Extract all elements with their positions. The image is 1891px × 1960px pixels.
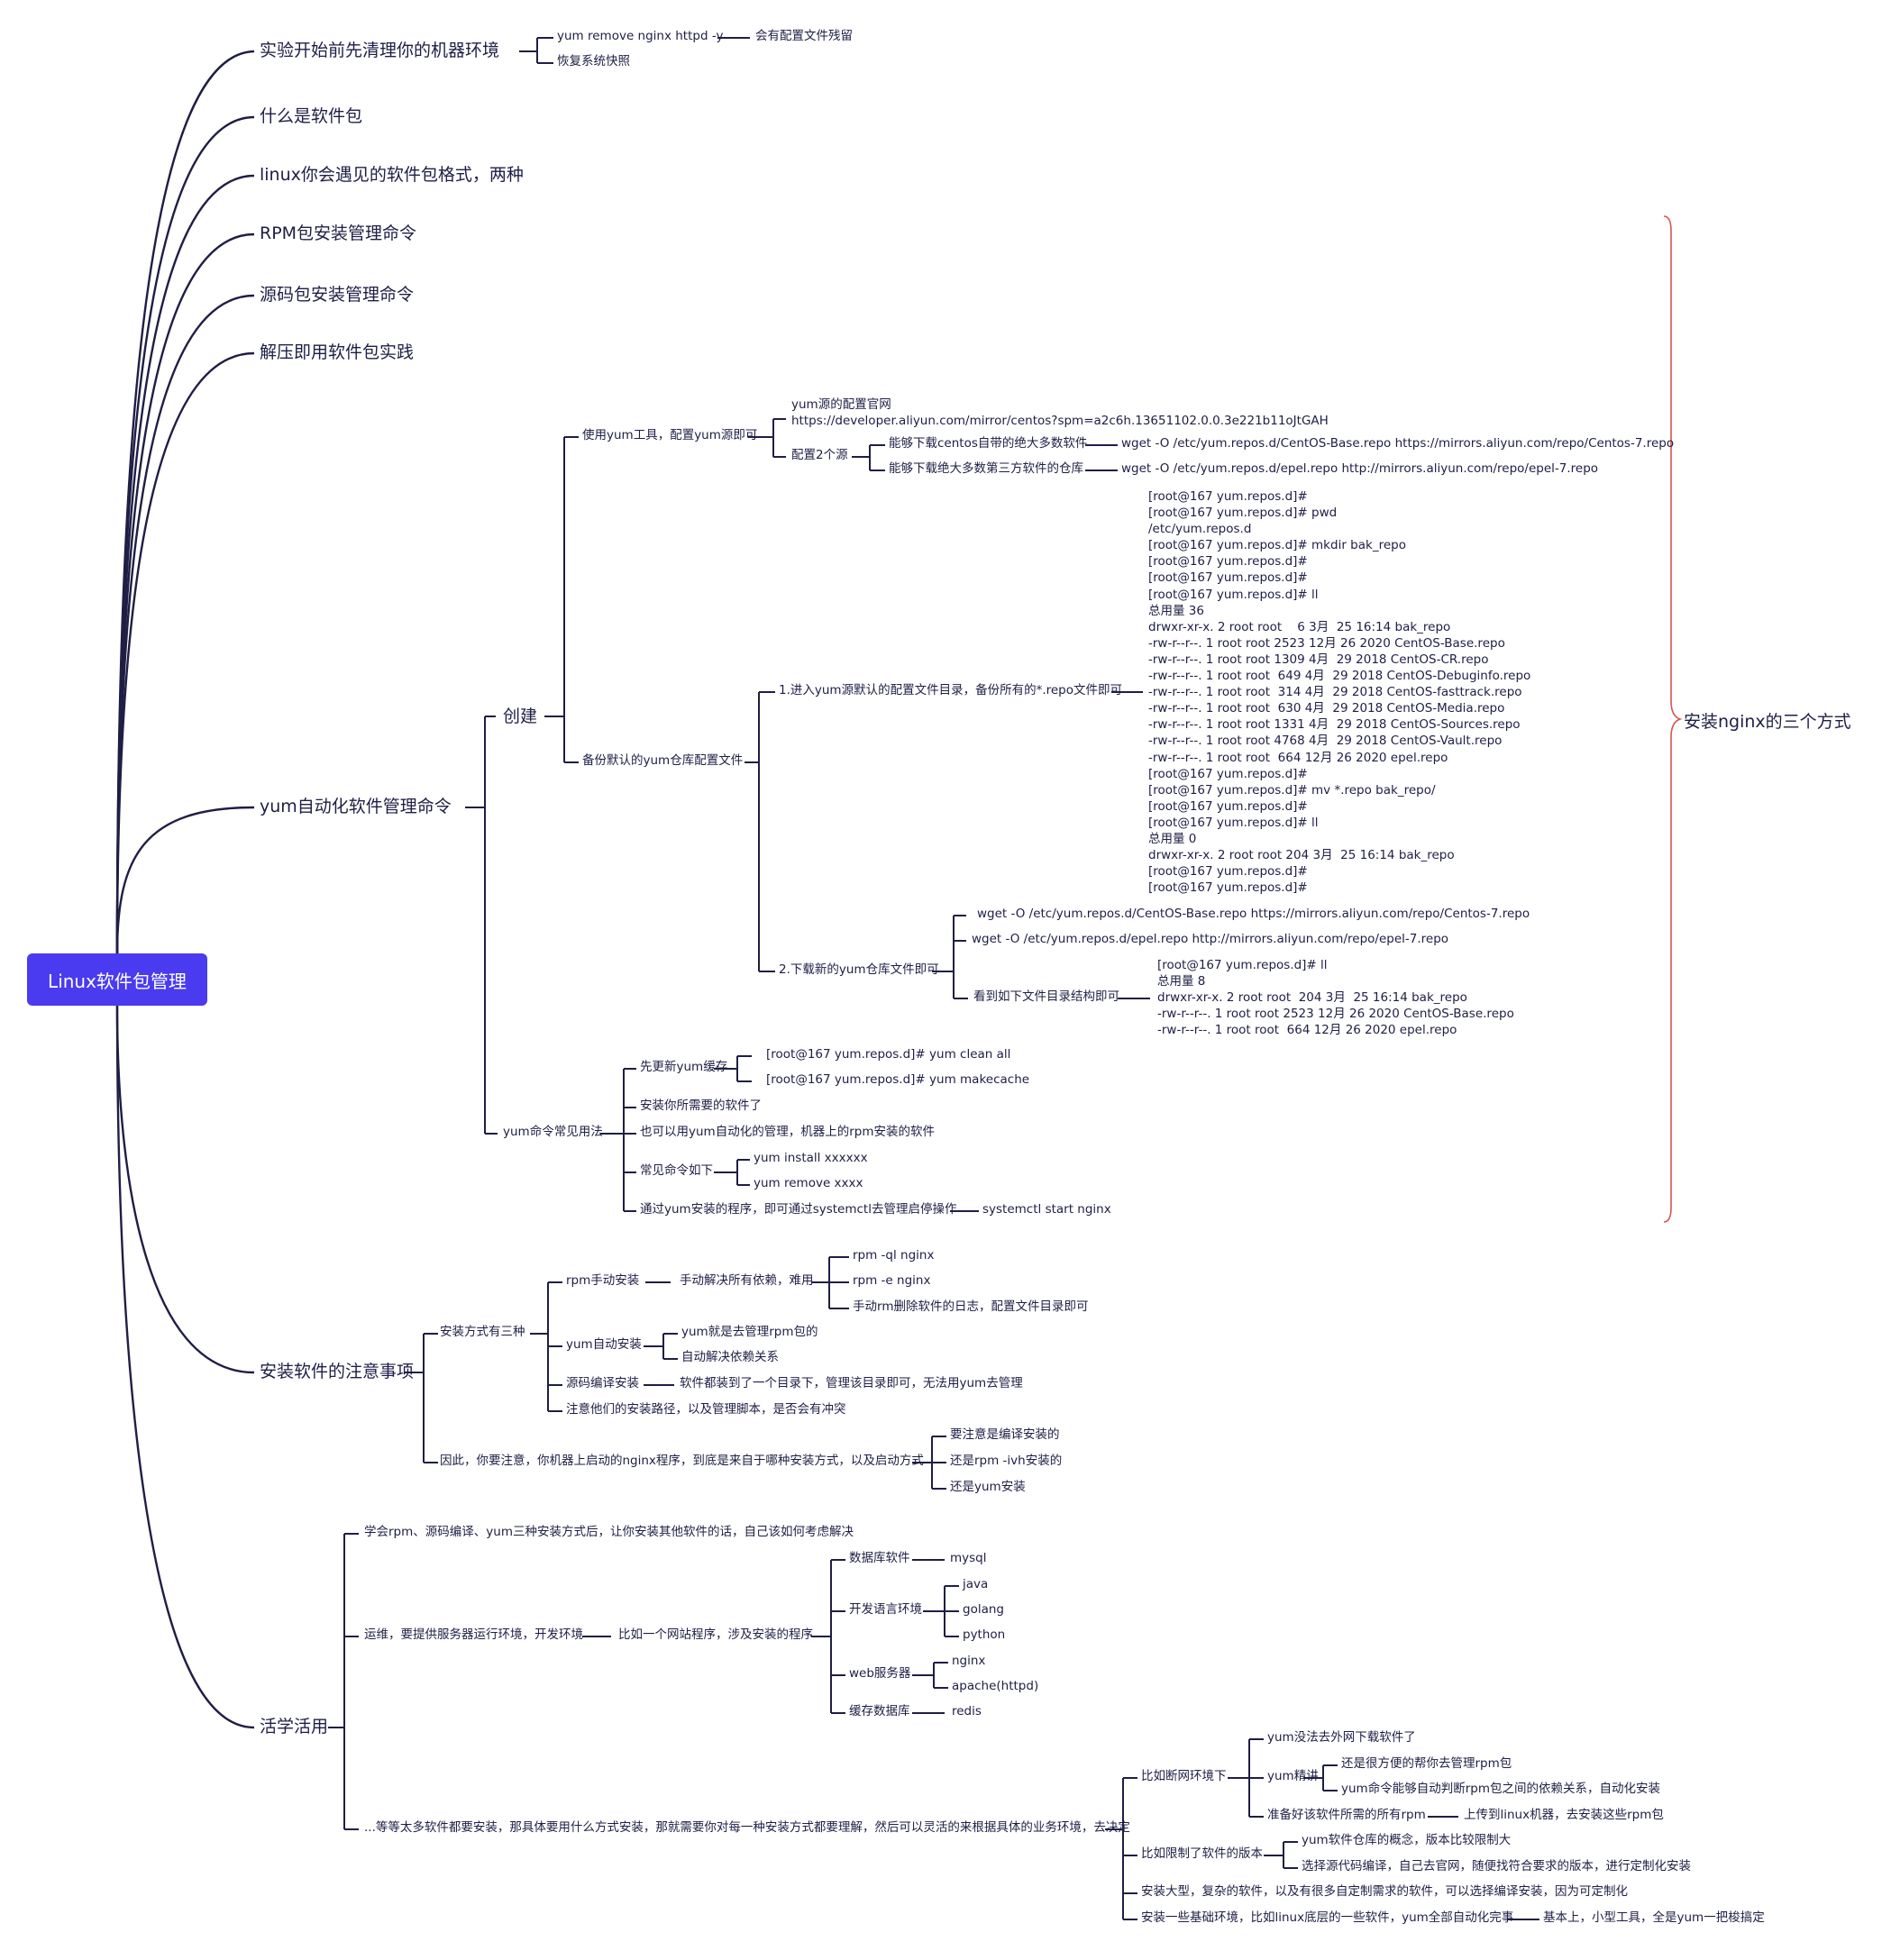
yum-systemctl[interactable]: 通过yum安装的程序，即可通过systemctl去管理启停操作 — [640, 1202, 957, 1217]
yum-update-cache[interactable]: 先更新yum缓存 — [640, 1060, 728, 1074]
notes-src-compile[interactable]: 源码编译安装 — [566, 1376, 639, 1390]
apply-offline[interactable]: 比如断网环境下 — [1141, 1769, 1227, 1783]
apply-limit-ver[interactable]: 比如限制了软件的版本 — [1141, 1846, 1263, 1861]
notes-rpm-rm[interactable]: 手动rm删除软件的日志，配置文件目录即可 — [853, 1299, 1089, 1314]
yum-official-site[interactable]: yum源的配置官网 https://developer.aliyun.com/m… — [791, 397, 1329, 429]
notes-src-desc[interactable]: 软件都装到了一个目录下，管理该目录即可，无法用yum去管理 — [680, 1376, 1023, 1390]
notes-yum-rpm[interactable]: yum就是去管理rpm包的 — [681, 1325, 818, 1339]
branch-src[interactable]: 源码包安装管理命令 — [260, 285, 415, 305]
yum-source-1-cmd[interactable]: wget -O /etc/yum.repos.d/CentOS-Base.rep… — [1121, 436, 1675, 451]
yum-step2[interactable]: 2.下载新的yum仓库文件即可 — [779, 962, 939, 977]
yum-step1[interactable]: 1.进入yum源默认的配置文件目录，备份所有的*.repo文件即可 — [779, 683, 1123, 697]
yum-two-sources[interactable]: 配置2个源 — [791, 448, 848, 462]
yum-common-cmds[interactable]: 常见命令如下 — [640, 1163, 713, 1178]
yum-source-2-cmd[interactable]: wget -O /etc/yum.repos.d/epel.repo http:… — [1121, 461, 1599, 476]
apply-basic[interactable]: 安装一些基础环境，比如linux底层的一些软件，yum全部自动化完事 — [1141, 1910, 1514, 1925]
yum-see-tree-output[interactable]: [root@167 yum.repos.d]# ll 总用量 8 drwxr-x… — [1157, 958, 1514, 1038]
apply-web[interactable]: web服务器 — [849, 1666, 911, 1681]
apply-python[interactable]: python — [963, 1627, 1006, 1642]
apply-yum-dep[interactable]: yum命令能够自动判断rpm包之间的依赖关系，自动化安装 — [1341, 1782, 1660, 1796]
yum-install-need[interactable]: 安装你所需要的软件了 — [640, 1099, 762, 1113]
apply-golang[interactable]: golang — [963, 1602, 1004, 1617]
env-snapshot[interactable]: 恢复系统快照 — [557, 54, 630, 68]
branch-rpm[interactable]: RPM包安装管理命令 — [260, 223, 417, 243]
yum-systemctl-cmd[interactable]: systemctl start nginx — [982, 1202, 1111, 1217]
apply-cache[interactable]: 缓存数据库 — [849, 1704, 910, 1718]
branch-what[interactable]: 什么是软件包 — [260, 106, 363, 126]
apply-learn[interactable]: 学会rpm、源码编译、yum三种安装方式后，让你安装其他软件的话，自己该如何考虑… — [364, 1525, 854, 1539]
apply-dev[interactable]: 开发语言环境 — [849, 1602, 922, 1617]
apply-yum-good[interactable]: yum精讲 — [1267, 1769, 1319, 1783]
apply-choose-src[interactable]: 选择源代码编译，自己去官网，随便找符合要求的版本，进行定制化安装 — [1302, 1859, 1691, 1873]
yum-see-tree[interactable]: 看到如下文件目录结构即可 — [973, 989, 1119, 1004]
yum-create[interactable]: 创建 — [503, 707, 538, 726]
branch-env[interactable]: 实验开始前先清理你的机器环境 — [260, 41, 500, 60]
branch-notes[interactable]: 安装软件的注意事项 — [260, 1362, 415, 1381]
notes-yum-auto[interactable]: yum自动安装 — [566, 1337, 642, 1352]
yum-use-tool[interactable]: 使用yum工具，配置yum源即可 — [582, 428, 758, 442]
notes-rpm-deps[interactable]: 手动解决所有依赖，难用 — [680, 1273, 814, 1288]
notes-rpm-ql[interactable]: rpm -ql nginx — [853, 1248, 935, 1263]
yum-source-1[interactable]: 能够下载centos自带的绝大多数软件 — [889, 436, 1088, 451]
branch-unzip[interactable]: 解压即用软件包实践 — [260, 342, 415, 362]
yum-backup[interactable]: 备份默认的yum仓库配置文件 — [582, 753, 744, 768]
apply-redis[interactable]: redis — [952, 1704, 982, 1718]
notes-rpm-manual[interactable]: rpm手动安装 — [566, 1273, 640, 1288]
branch-formats[interactable]: linux你会遇见的软件包格式，两种 — [260, 165, 524, 185]
env-residual[interactable]: 会有配置文件残留 — [755, 29, 853, 43]
yum-manage-rpm[interactable]: 也可以用yum自动化的管理，机器上的rpm安装的软件 — [640, 1125, 935, 1139]
apply-db[interactable]: 数据库软件 — [849, 1551, 910, 1565]
notes-rpm-e[interactable]: rpm -e nginx — [853, 1273, 931, 1288]
yum-source-2[interactable]: 能够下载绝大多数第三方软件的仓库 — [889, 461, 1083, 476]
yum-install-cmd[interactable]: yum install xxxxxx — [754, 1151, 868, 1165]
notes-three-ways[interactable]: 安装方式有三种 — [440, 1325, 525, 1339]
apply-many[interactable]: ...等等太多软件都要安装，那具体要用什么方式安装，那就需要你对每一种安装方式都… — [364, 1820, 1130, 1835]
notes-yum-inst[interactable]: 还是yum安装 — [950, 1480, 1026, 1494]
yum-clean-all[interactable]: [root@167 yum.repos.d]# yum clean all — [766, 1047, 1011, 1062]
yum-step1-output[interactable]: [root@167 yum.repos.d]# [root@167 yum.re… — [1148, 489, 1531, 896]
notes-therefore[interactable]: 因此，你要注意，你机器上启动的nginx程序，到底是来自于哪种安装方式，以及启动… — [440, 1454, 924, 1468]
root-label: Linux软件包管理 — [48, 970, 187, 992]
branch-apply[interactable]: 活学活用 — [260, 1717, 329, 1737]
apply-upload[interactable]: 上传到linux机器，去安装这些rpm包 — [1464, 1808, 1664, 1822]
apply-nginx[interactable]: nginx — [952, 1654, 986, 1668]
apply-ops[interactable]: 运维，要提供服务器运行环境，开发环境 — [364, 1627, 583, 1642]
apply-big[interactable]: 安装大型，复杂的软件，以及有很多自定制需求的软件，可以选择编译安装，因为可定制化 — [1141, 1884, 1628, 1899]
notes-yum-deps[interactable]: 自动解决依赖关系 — [681, 1350, 779, 1364]
yum-step2-cmd2[interactable]: wget -O /etc/yum.repos.d/epel.repo http:… — [972, 932, 1449, 946]
apply-java[interactable]: java — [963, 1577, 989, 1591]
yum-step2-cmd1[interactable]: wget -O /etc/yum.repos.d/CentOS-Base.rep… — [977, 907, 1530, 921]
notes-paths[interactable]: 注意他们的安装路径，以及管理脚本，是否会有冲突 — [566, 1402, 846, 1417]
apply-basic2[interactable]: 基本上，小型工具，全是yum一把梭搞定 — [1543, 1910, 1765, 1925]
env-yum-remove[interactable]: yum remove nginx httpd -y — [557, 29, 724, 43]
side-brace-label: 安装nginx的三个方式 — [1684, 712, 1851, 732]
notes-compiled[interactable]: 要注意是编译安装的 — [950, 1427, 1060, 1442]
apply-yum-conv[interactable]: 还是很方便的帮你去管理rpm包 — [1341, 1756, 1512, 1771]
apply-repo-concept[interactable]: yum软件仓库的概念，版本比较限制大 — [1302, 1833, 1512, 1847]
yum-makecache[interactable]: [root@167 yum.repos.d]# yum makecache — [766, 1072, 1030, 1087]
root-node[interactable]: Linux软件包管理 — [27, 953, 207, 1006]
branch-yum[interactable]: yum自动化软件管理命令 — [260, 797, 452, 816]
apply-no-net[interactable]: yum没法去外网下载软件了 — [1267, 1730, 1416, 1745]
apply-apache[interactable]: apache(httpd) — [952, 1679, 1039, 1693]
yum-remove-cmd[interactable]: yum remove xxxx — [754, 1176, 863, 1190]
apply-prep-rpm[interactable]: 准备好该软件所需的所有rpm — [1267, 1808, 1426, 1822]
apply-site[interactable]: 比如一个网站程序，涉及安装的程序 — [618, 1627, 813, 1642]
yum-usage[interactable]: yum命令常见用法 — [503, 1125, 603, 1139]
notes-rpm-ivh[interactable]: 还是rpm -ivh安装的 — [950, 1454, 1063, 1468]
apply-mysql[interactable]: mysql — [950, 1551, 987, 1565]
